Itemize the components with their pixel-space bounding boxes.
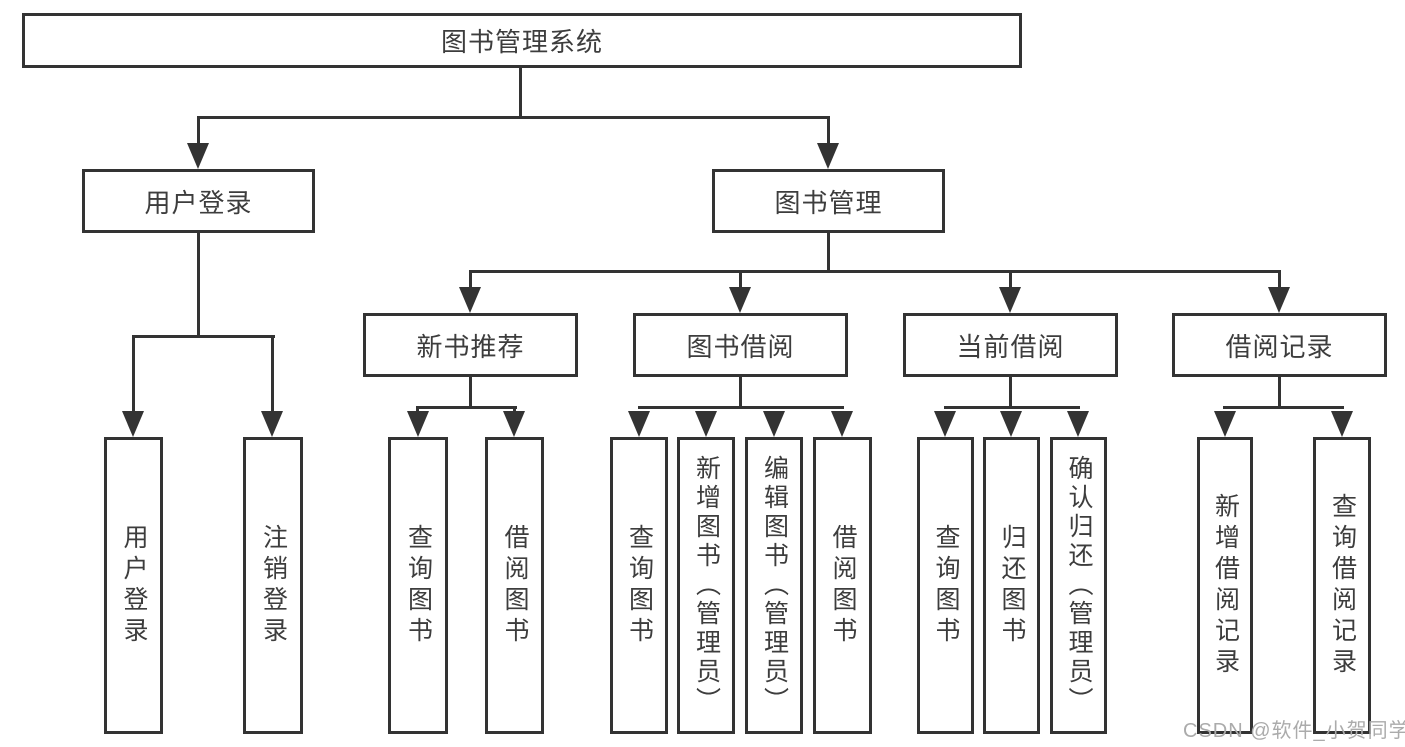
connector-line bbox=[416, 406, 517, 409]
node-label: 图书管理系统 bbox=[440, 27, 603, 57]
leaf-edit-books-admin: 编辑图书（管理员） bbox=[745, 437, 803, 734]
arrowhead-icon bbox=[459, 287, 481, 313]
leaf-query-books-recommend: 查询图书 bbox=[388, 437, 448, 734]
connector-line bbox=[197, 233, 200, 338]
node-book-management: 图书管理 bbox=[712, 169, 945, 233]
leaf-query-books-current: 查询图书 bbox=[917, 437, 974, 734]
leaf-label: 借阅图书 bbox=[501, 523, 529, 648]
arrowhead-icon bbox=[817, 143, 839, 169]
connector-line bbox=[827, 116, 830, 148]
connector-line bbox=[469, 270, 472, 292]
node-label: 图书借阅 bbox=[686, 331, 795, 362]
arrowhead-icon bbox=[934, 411, 956, 437]
arrowhead-icon bbox=[503, 411, 525, 437]
leaf-label: 查询借阅记录 bbox=[1328, 492, 1357, 679]
leaf-return-books: 归还图书 bbox=[983, 437, 1040, 734]
connector-line bbox=[271, 335, 274, 415]
node-book-borrowing: 图书借阅 bbox=[633, 313, 848, 377]
arrowhead-icon bbox=[729, 287, 751, 313]
leaf-label: 确认归还（管理员） bbox=[1065, 455, 1093, 716]
leaf-logout: 注销登录 bbox=[243, 437, 303, 734]
node-current-borrowing: 当前借阅 bbox=[903, 313, 1118, 377]
arrowhead-icon bbox=[1268, 287, 1290, 313]
connector-line bbox=[132, 335, 135, 415]
connector-line bbox=[739, 377, 742, 409]
arrowhead-icon bbox=[763, 411, 785, 437]
leaf-query-borrow-record: 查询借阅记录 bbox=[1313, 437, 1371, 734]
leaf-borrow-books: 借阅图书 bbox=[813, 437, 872, 734]
node-library-management-system: 图书管理系统 bbox=[22, 13, 1022, 68]
connector-line bbox=[519, 68, 522, 117]
leaf-query-books-borrowing: 查询图书 bbox=[610, 437, 668, 734]
arrowhead-icon bbox=[122, 411, 144, 437]
connector-line bbox=[1009, 270, 1012, 292]
connector-line bbox=[197, 116, 830, 119]
leaf-label: 查询图书 bbox=[404, 523, 433, 648]
connector-line bbox=[197, 116, 200, 148]
node-label: 用户登录 bbox=[144, 187, 253, 218]
connector-line bbox=[469, 270, 1281, 273]
leaf-label: 用户登录 bbox=[120, 523, 148, 648]
leaf-label: 查询图书 bbox=[625, 523, 654, 648]
node-borrowing-records: 借阅记录 bbox=[1172, 313, 1387, 377]
leaf-user-login: 用户登录 bbox=[104, 437, 163, 734]
connector-line bbox=[944, 406, 1080, 409]
arrowhead-icon bbox=[261, 411, 283, 437]
arrowhead-icon bbox=[1214, 411, 1236, 437]
node-label: 图书管理 bbox=[774, 187, 883, 218]
arrowhead-icon bbox=[187, 143, 209, 169]
node-label: 新书推荐 bbox=[416, 331, 525, 362]
node-user-login: 用户登录 bbox=[82, 169, 315, 233]
leaf-borrow-books-recommend: 借阅图书 bbox=[485, 437, 544, 734]
connector-line bbox=[1223, 406, 1344, 409]
csdn-watermark: CSDN @软件_小贺同学 bbox=[1183, 720, 1405, 742]
leaf-add-borrow-record: 新增借阅记录 bbox=[1197, 437, 1253, 734]
arrowhead-icon bbox=[1067, 411, 1089, 437]
arrowhead-icon bbox=[628, 411, 650, 437]
connector-line bbox=[1009, 377, 1012, 409]
arrowhead-icon bbox=[695, 411, 717, 437]
arrowhead-icon bbox=[999, 287, 1021, 313]
connector-line bbox=[1278, 270, 1281, 292]
node-new-book-recommendation: 新书推荐 bbox=[363, 313, 578, 377]
leaf-label: 注销登录 bbox=[259, 523, 288, 648]
connector-line bbox=[638, 406, 844, 409]
leaf-label: 编辑图书（管理员） bbox=[760, 455, 789, 716]
arrowhead-icon bbox=[831, 411, 853, 437]
connector-line bbox=[1278, 377, 1281, 409]
leaf-label: 查询图书 bbox=[932, 523, 960, 648]
leaf-label: 新增借阅记录 bbox=[1211, 492, 1240, 679]
leaf-confirm-return-admin: 确认归还（管理员） bbox=[1050, 437, 1107, 734]
connector-line bbox=[132, 335, 275, 338]
connector-line bbox=[827, 233, 830, 272]
leaf-label: 借阅图书 bbox=[829, 523, 857, 648]
leaf-label: 新增图书（管理员） bbox=[692, 455, 721, 716]
node-label: 借阅记录 bbox=[1225, 331, 1334, 362]
connector-line bbox=[469, 377, 472, 409]
connector-line bbox=[739, 270, 742, 292]
node-label: 当前借阅 bbox=[956, 331, 1065, 362]
leaf-label: 归还图书 bbox=[998, 523, 1026, 648]
arrowhead-icon bbox=[407, 411, 429, 437]
leaf-add-books-admin: 新增图书（管理员） bbox=[677, 437, 735, 734]
arrowhead-icon bbox=[1331, 411, 1353, 437]
arrowhead-icon bbox=[1000, 411, 1022, 437]
